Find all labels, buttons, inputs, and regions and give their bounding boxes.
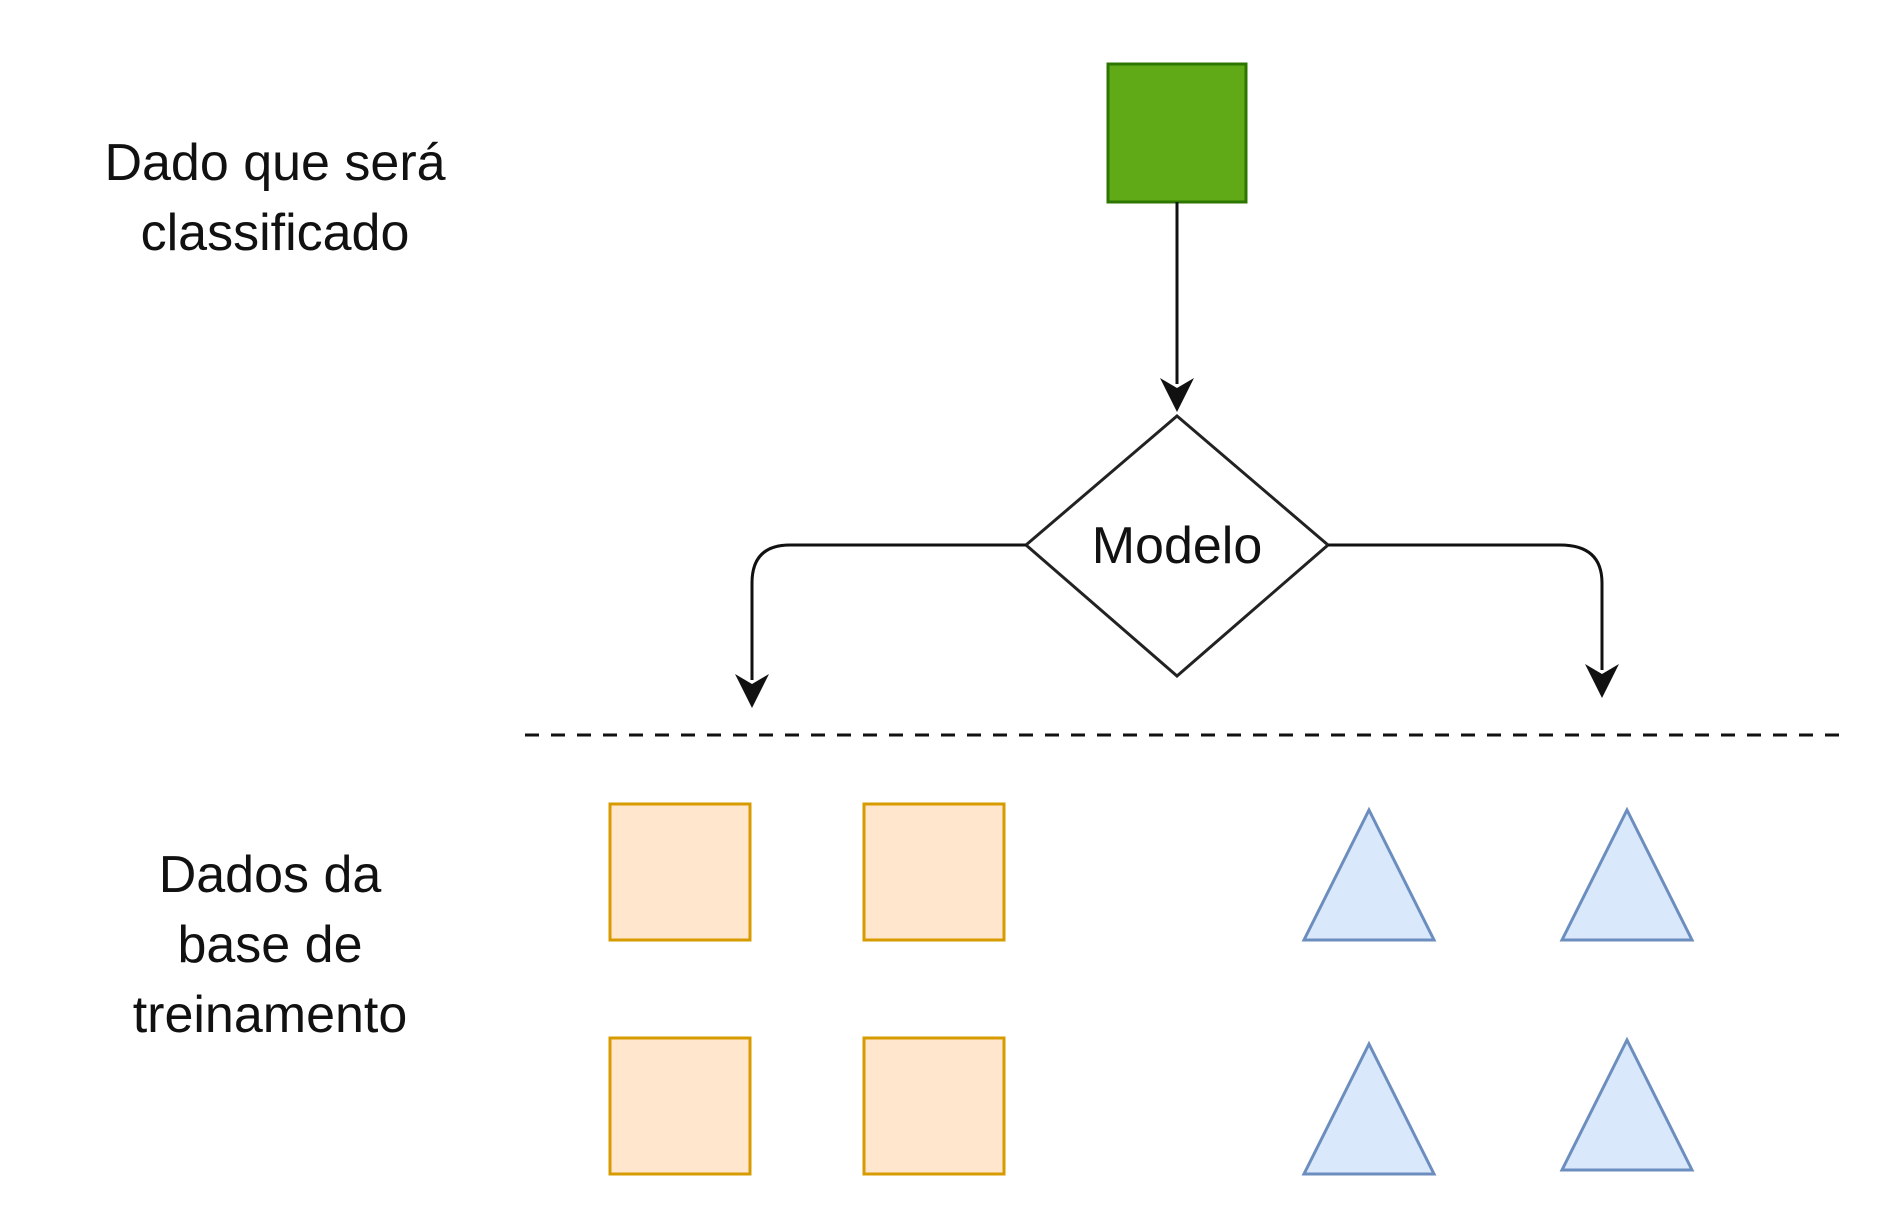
class-b-triangle bbox=[1559, 1036, 1695, 1172]
query-data-label: Dado que será classificado bbox=[104, 134, 446, 262]
model-to-class-a-arrow bbox=[735, 543, 1026, 708]
query-to-model-arrow bbox=[1160, 202, 1194, 412]
class-b-triangle bbox=[1559, 806, 1695, 942]
query-data-square bbox=[1106, 62, 1248, 204]
model-to-class-b-arrow bbox=[1328, 543, 1619, 698]
class-b-samples bbox=[1301, 806, 1695, 1176]
class-a-square bbox=[862, 1036, 1006, 1176]
model-label: Modelo bbox=[1092, 517, 1263, 575]
training-data-label: Dados da base de treinamento bbox=[132, 846, 408, 1044]
class-a-square bbox=[608, 802, 752, 942]
model-diamond: Modelo bbox=[1023, 414, 1331, 678]
class-a-samples bbox=[608, 802, 1006, 1176]
class-b-triangle bbox=[1301, 806, 1437, 942]
class-a-square bbox=[862, 802, 1006, 942]
class-a-square bbox=[608, 1036, 752, 1176]
class-b-triangle bbox=[1301, 1040, 1437, 1176]
